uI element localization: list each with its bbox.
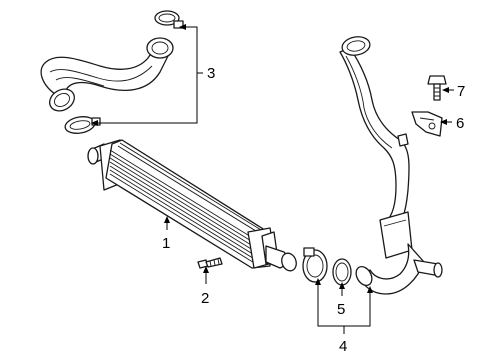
callout-3: 3 <box>207 65 215 82</box>
o-ring <box>332 258 352 286</box>
bracket <box>411 111 443 137</box>
leader-lines <box>98 26 454 334</box>
callout-2: 2 <box>201 290 209 307</box>
outlet-clamp <box>302 247 328 283</box>
bolt <box>197 257 223 269</box>
intercooler <box>87 139 297 272</box>
callout-1: 1 <box>162 235 170 252</box>
callout-5: 5 <box>337 301 345 318</box>
hose-clamp-bottom <box>64 116 101 134</box>
hose-clamp-top <box>154 10 184 29</box>
callout-4: 4 <box>339 338 347 355</box>
callout-6: 6 <box>456 115 464 132</box>
callout-7: 7 <box>457 83 465 100</box>
arrowheads <box>91 24 449 293</box>
upper-left-hose <box>40 37 174 112</box>
bolt-small <box>427 75 447 101</box>
right-hose <box>339 36 443 295</box>
